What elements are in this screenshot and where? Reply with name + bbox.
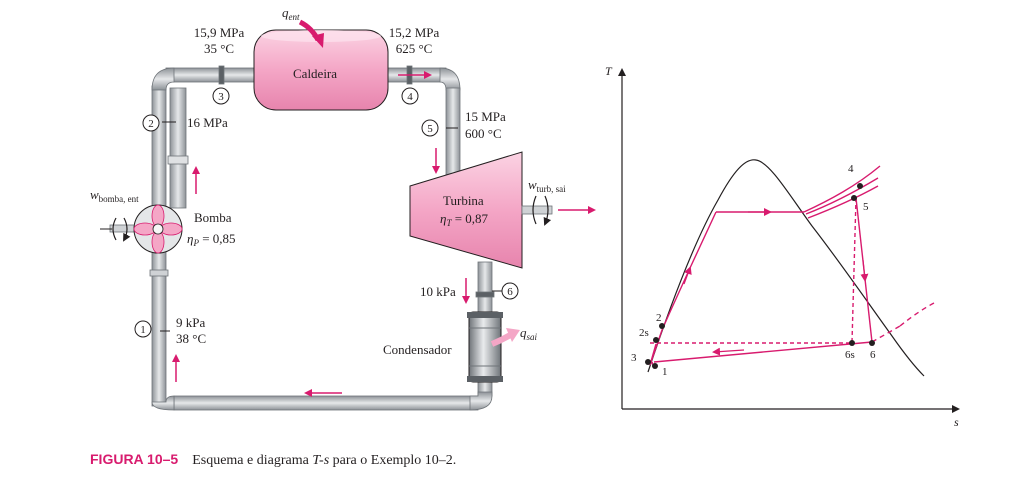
turbine-work-sub: turb, sai (536, 184, 566, 194)
caption-text-end: para o Exemplo 10–2. (329, 453, 457, 468)
pump-work-label: wbomba, ent (90, 188, 139, 206)
state5-temperature: 600 °C (465, 126, 502, 141)
turbine-efficiency: ηT = 0,87 (440, 212, 488, 230)
ts-point-6s: 6s (845, 349, 855, 361)
condenser-label: Condensador (383, 342, 452, 357)
figure-caption: FIGURA 10–5 Esquema e diagrama T-s para o… (90, 451, 456, 469)
state5-number: 5 (427, 123, 433, 135)
ts-point-4: 4 (848, 163, 854, 175)
turbine-work-label: wturb, sai (528, 178, 566, 196)
turbine-work-symbol: w (528, 177, 537, 192)
ts-diagram (618, 68, 960, 413)
caption-italic: T-s (312, 453, 330, 468)
pump (109, 204, 183, 254)
pump-efficiency: ηP = 0,85 (187, 232, 236, 250)
state1-temperature: 38 °C (176, 331, 207, 346)
saturation-dome (647, 159, 925, 377)
state1-number: 1 (140, 324, 146, 336)
state4-pressure: 15,2 MPa (388, 25, 440, 40)
turbine (409, 151, 523, 269)
state6-pressure: 10 kPa (420, 284, 456, 299)
state4-temperature: 625 °C (395, 41, 433, 56)
pump-label: Bomba (194, 210, 232, 225)
pump-eff-sub: P (193, 238, 199, 248)
heat-out-sub: sai (526, 332, 538, 342)
state2-number: 2 (148, 118, 154, 130)
heat-in-sub: ent (288, 12, 300, 22)
state-circles (134, 87, 519, 338)
pump-eff-value: = 0,85 (198, 231, 236, 246)
turbine-label: Turbina (443, 193, 484, 208)
state4-number: 4 (407, 91, 413, 103)
ts-point-2s: 2s (639, 327, 649, 339)
condenser (467, 311, 503, 383)
state3-pressure: 15,9 MPa (193, 25, 245, 40)
turbine-shaft (521, 195, 553, 226)
state5-pressure: 15 MPa (465, 109, 506, 124)
boiler-label: Caldeira (293, 66, 338, 81)
s-axis-label: s (954, 415, 959, 429)
pump-work-sub: bomba, ent (98, 194, 139, 204)
turbine-eff-sub: T (446, 218, 452, 228)
state3-temperature: 35 °C (203, 41, 235, 56)
flow-arrows (172, 71, 470, 397)
ts-point-1: 1 (662, 366, 668, 378)
turbine-eff-value: = 0,87 (451, 211, 489, 226)
ts-point-2: 2 (656, 312, 662, 324)
caption-text: Esquema e diagrama (192, 453, 313, 468)
state1-pressure: 9 kPa (176, 315, 206, 330)
state3-number: 3 (218, 91, 224, 103)
boiler (253, 29, 389, 111)
ts-point-3: 3 (631, 352, 637, 364)
pump-work-symbol: w (90, 187, 99, 202)
pump-flange (167, 155, 189, 165)
state2-pressure: 16 MPa (187, 115, 228, 130)
heat-in-symbol: q (282, 5, 289, 20)
t-axis-label: T (605, 64, 612, 78)
turbine-eff-symbol: η (440, 211, 447, 226)
pump-discharge-pipe (169, 87, 187, 209)
ts-point-5: 5 (863, 201, 869, 213)
state6-number: 6 (507, 286, 513, 298)
heat-out-symbol: q (520, 325, 527, 340)
heat-out-label: qsai (520, 326, 537, 344)
ts-point-6: 6 (870, 349, 876, 361)
pump-eff-symbol: η (187, 231, 194, 246)
figure-number: FIGURA 10–5 (90, 451, 179, 467)
state-ticks (160, 121, 502, 332)
heat-in-label: qent (282, 6, 300, 24)
